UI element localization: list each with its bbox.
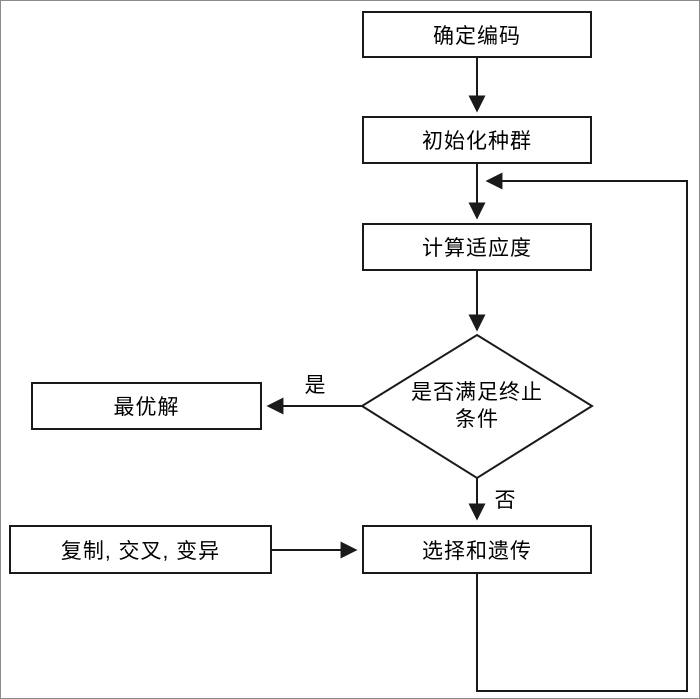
decision-text-line1: 是否满足终止 (411, 380, 543, 404)
decision-text-line2: 条件 (455, 408, 499, 431)
node-replicate-crossover-mutation: 复制, 交叉, 变异 (9, 525, 272, 574)
node-optimal-solution-label: 最优解 (113, 396, 180, 419)
edge-label-yes: 是 (304, 374, 326, 397)
node-determine-encoding-label: 确定编码 (433, 24, 521, 48)
node-optimal-solution: 最优解 (31, 382, 262, 430)
node-determine-encoding: 确定编码 (362, 11, 592, 58)
node-selection-heredity: 选择和遗传 (362, 525, 592, 574)
edge-label-no: 否 (494, 489, 516, 512)
node-initialize-population-label: 初始化种群 (422, 130, 532, 153)
node-decision-text: 是否满足终止 条件 (362, 351, 592, 461)
node-selection-heredity-label: 选择和遗传 (422, 539, 532, 563)
node-initialize-population: 初始化种群 (362, 116, 592, 164)
node-calculate-fitness-label: 计算适应度 (422, 237, 532, 260)
node-replicate-crossover-mutation-label: 复制, 交叉, 变异 (60, 539, 221, 563)
node-calculate-fitness: 计算适应度 (362, 223, 592, 271)
